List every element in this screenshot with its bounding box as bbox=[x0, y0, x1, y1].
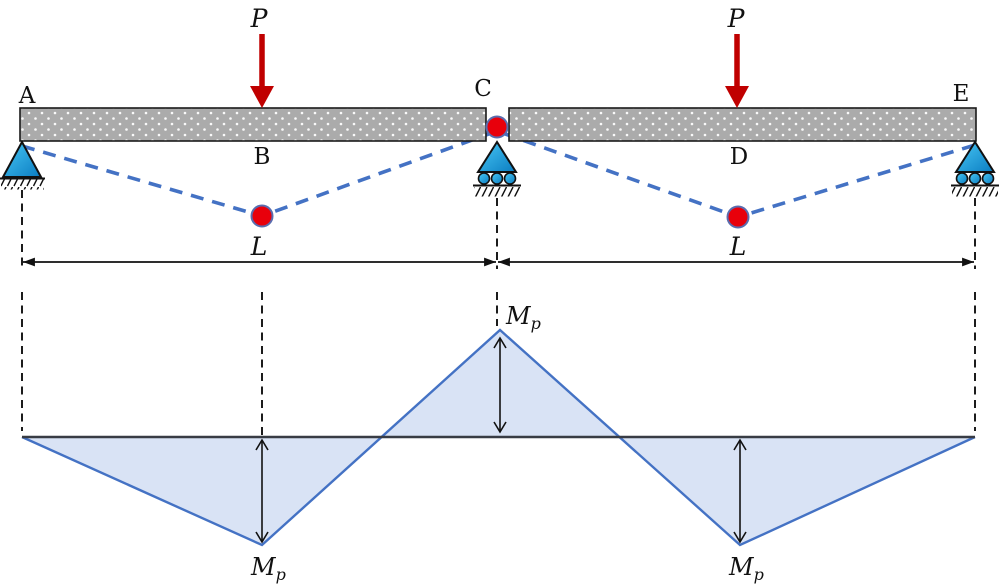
beam-segment-right bbox=[508, 107, 977, 142]
roller-e-wheel bbox=[981, 172, 995, 185]
plastic-hinge-b bbox=[250, 204, 274, 228]
mp-arrowhead-c-top bbox=[493, 336, 507, 349]
roller-support-e-triangle bbox=[954, 140, 996, 173]
load-arrow-right-head bbox=[725, 86, 749, 108]
label-support-a: A bbox=[18, 83, 36, 109]
label-mp-at-c: Mp bbox=[505, 302, 541, 333]
label-mp-at-d: Mp bbox=[728, 553, 764, 584]
mp-arrowhead-b-top bbox=[255, 438, 269, 451]
projection-lines-lower bbox=[21, 292, 976, 435]
label-mp-at-b: Mp bbox=[250, 553, 286, 584]
roller-support-c-hatch bbox=[474, 186, 520, 197]
label-point-d: D bbox=[730, 144, 748, 170]
roller-support-e-hatch bbox=[952, 186, 998, 197]
label-load-right: P bbox=[727, 4, 746, 33]
pin-support-a-hatch bbox=[1, 179, 44, 190]
label-span-right: L bbox=[729, 232, 747, 261]
plastic-hinge-c bbox=[485, 115, 509, 139]
label-load-left: P bbox=[250, 4, 269, 33]
pin-support-a bbox=[0, 139, 45, 190]
roller-support-c-triangle bbox=[476, 140, 518, 173]
label-point-b: B bbox=[254, 144, 271, 170]
roller-e-wheel bbox=[968, 172, 982, 185]
moment-diagram-fill bbox=[22, 330, 975, 545]
mp-arrowhead-d-bottom bbox=[733, 531, 747, 544]
plastic-hinge-d bbox=[726, 205, 750, 229]
roller-support-e bbox=[951, 140, 999, 197]
roller-c-wheel bbox=[490, 172, 504, 185]
collapse-mechanism-line bbox=[21, 129, 976, 219]
load-arrow-left-head bbox=[250, 86, 274, 108]
dimension-lines: L L bbox=[21, 190, 976, 269]
mp-arrowhead-d-top bbox=[733, 438, 747, 451]
roller-support-c bbox=[473, 140, 521, 197]
mp-arrowhead-b-bottom bbox=[255, 531, 269, 544]
label-span-left: L bbox=[250, 232, 268, 261]
load-arrow-left bbox=[250, 34, 274, 108]
projection-lines-upper bbox=[21, 190, 976, 269]
label-support-e: E bbox=[953, 81, 970, 107]
mp-arrowhead-c-bottom bbox=[493, 421, 507, 434]
moment-diagram-outline bbox=[21, 328, 976, 547]
load-arrow-right bbox=[725, 34, 749, 108]
beam-segment-left bbox=[19, 107, 487, 142]
label-support-c: C bbox=[474, 76, 492, 102]
mp-measure-arrows bbox=[255, 336, 747, 544]
roller-c-wheel bbox=[477, 172, 491, 185]
pin-support-a-triangle bbox=[1, 139, 43, 178]
roller-c-wheel bbox=[503, 172, 517, 185]
roller-e-wheel bbox=[955, 172, 969, 185]
